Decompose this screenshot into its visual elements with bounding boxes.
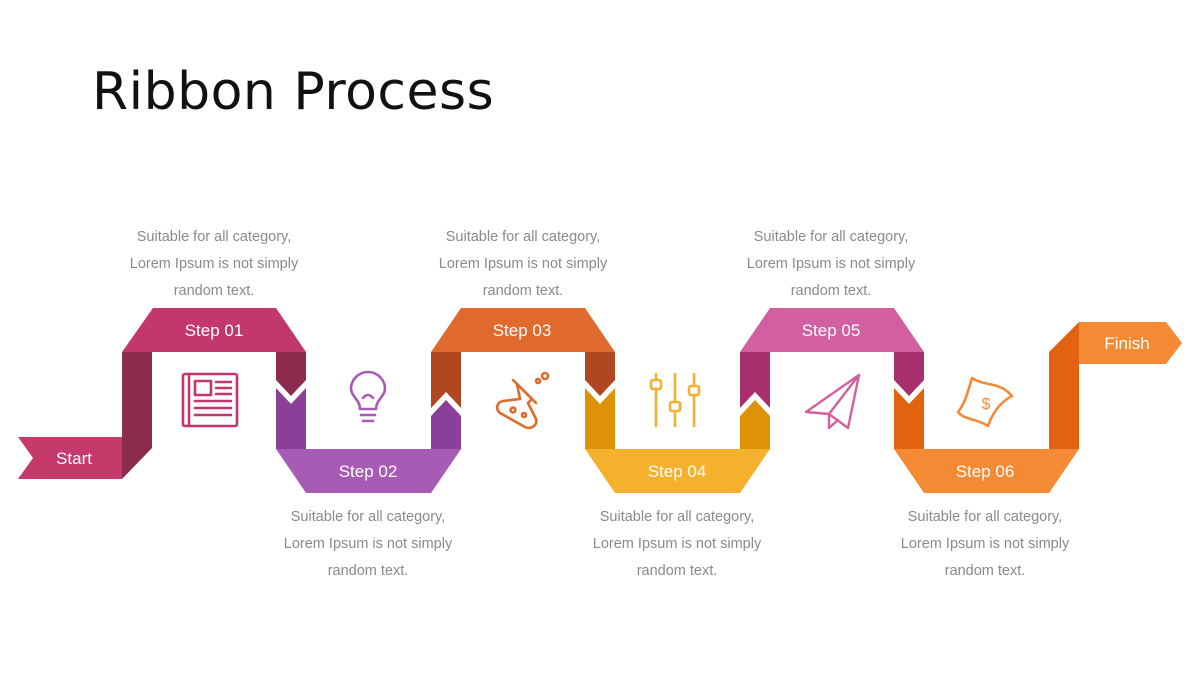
step-01-banner: [122, 308, 306, 352]
step-06-left-fold: [894, 388, 924, 449]
step-04-banner: [585, 449, 770, 493]
step-02-label: Step 02: [339, 462, 398, 481]
step-05-description: Suitable for all category,Lorem Ipsum is…: [746, 229, 916, 299]
step-03-right-fold: [585, 352, 615, 396]
finish-arrow: [1079, 322, 1182, 364]
step-02-left-fold: [276, 388, 306, 449]
step-04-label: Step 04: [648, 462, 707, 481]
step-03-description: Suitable for all category,Lorem Ipsum is…: [438, 229, 608, 299]
step-01-description: Suitable for all category,Lorem Ipsum is…: [129, 229, 299, 299]
paper-plane-icon: [804, 373, 861, 430]
step-05-left-fold: [740, 352, 770, 408]
step-02-right-fold: [431, 400, 461, 449]
start-label: Start: [56, 449, 92, 468]
step-01-label: Step 01: [185, 321, 244, 340]
start-tab: [18, 437, 122, 479]
finish-label: Finish: [1104, 334, 1149, 353]
svg-text:$: $: [982, 396, 991, 413]
step-03-label: Step 03: [493, 321, 552, 340]
step-01-right-fold: [276, 352, 306, 396]
step-04-description: Suitable for all category,Lorem Ipsum is…: [592, 509, 762, 579]
lightbulb-icon: [349, 370, 387, 423]
step-06-description: Suitable for all category,Lorem Ipsum is…: [900, 509, 1070, 579]
page-title: Ribbon Process: [92, 62, 495, 122]
step-06-label: Step 06: [956, 462, 1015, 481]
step-05-right-fold: [894, 352, 924, 396]
money-icon: $: [956, 376, 1014, 428]
step-06-banner: [894, 449, 1079, 493]
newspaper-icon: [181, 372, 239, 428]
step-01-left-fold: [122, 352, 152, 479]
step-04-left-fold: [585, 388, 615, 449]
flask-icon: [495, 371, 550, 430]
step-02-banner: [276, 449, 461, 493]
sliders-icon: [649, 372, 701, 428]
step-03-banner: [431, 308, 615, 352]
step-06-right-fold: [1049, 322, 1079, 449]
step-04-right-fold: [740, 400, 770, 449]
step-03-left-fold: [431, 352, 461, 408]
step-05-label: Step 05: [802, 321, 861, 340]
step-02-description: Suitable for all category,Lorem Ipsum is…: [283, 509, 453, 579]
step-05-banner: [740, 308, 924, 352]
